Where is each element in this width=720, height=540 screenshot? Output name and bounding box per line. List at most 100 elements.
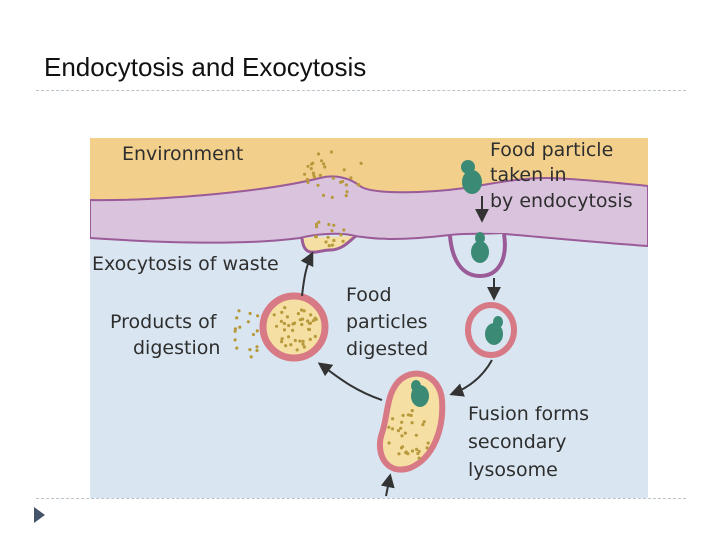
- particle-dot: [291, 328, 295, 332]
- particle-dot: [280, 337, 284, 341]
- particle-dot: [287, 335, 291, 339]
- particle-dot: [422, 420, 426, 424]
- food-particle-outside: [462, 170, 482, 194]
- particle-dot: [283, 306, 287, 310]
- label-digested: particles: [346, 311, 428, 333]
- particle-dot: [318, 173, 322, 177]
- arrow-to-fusion: [449, 359, 493, 397]
- particle-dot: [300, 322, 304, 327]
- particle-dot: [387, 425, 391, 429]
- label-exocytosis: Exocytosis of waste: [92, 253, 279, 275]
- particle-dot: [400, 420, 404, 424]
- particle-dot: [306, 319, 310, 323]
- particle-dot: [312, 173, 316, 177]
- particle-dot: [311, 161, 315, 165]
- particle-dot: [403, 431, 407, 435]
- particle-dot: [306, 164, 310, 168]
- particle-dot: [272, 313, 276, 317]
- particle-dot: [275, 324, 279, 328]
- particle-dot: [238, 325, 242, 329]
- particle-dot: [417, 456, 421, 460]
- particle-dot: [331, 176, 335, 180]
- particle-dot: [391, 417, 395, 421]
- particle-dot: [315, 225, 319, 229]
- particle-dot: [330, 229, 334, 233]
- plasma-membrane: [90, 175, 648, 248]
- particle-dot: [298, 339, 302, 343]
- particle-dot: [309, 313, 313, 317]
- particle-dot: [317, 220, 321, 224]
- particle-dot: [397, 452, 401, 456]
- particle-dot: [359, 161, 363, 165]
- particle-dot: [233, 329, 237, 333]
- label-food-particle: Food particle: [490, 139, 613, 161]
- particle-dot: [401, 413, 405, 417]
- particle-dot: [387, 441, 391, 445]
- particle-dot: [332, 223, 336, 227]
- particle-dot: [287, 323, 291, 328]
- label-fusion: lysosome: [468, 459, 558, 481]
- particle-dot: [327, 222, 331, 227]
- particle-dot: [344, 183, 348, 187]
- particle-dot: [410, 421, 414, 425]
- particle-dot: [409, 413, 413, 417]
- particle-dot: [421, 423, 425, 427]
- particle-dot: [406, 452, 410, 456]
- particle-dot: [233, 327, 238, 331]
- particle-dot: [414, 433, 418, 437]
- triangle-bullet-icon: [34, 507, 45, 523]
- particle-dot: [248, 311, 252, 316]
- particle-dot: [339, 233, 343, 237]
- label-products: Products of: [110, 311, 218, 333]
- particle-dot: [301, 342, 305, 346]
- particle-dot: [255, 348, 259, 353]
- particle-dot: [311, 319, 315, 323]
- particle-dot: [316, 183, 320, 187]
- particle-dot: [306, 180, 310, 184]
- particle-dot: [299, 308, 304, 312]
- particle-dot: [332, 238, 336, 243]
- arrow-to-exocytosis: [300, 251, 314, 297]
- particle-dot: [314, 222, 319, 226]
- particle-dot: [342, 228, 346, 232]
- arrow-lysosome-in: [380, 473, 395, 497]
- particle-dot: [256, 314, 260, 318]
- particle-dot: [296, 312, 300, 316]
- particle-dot: [390, 427, 395, 431]
- label-fusion: secondary: [468, 431, 566, 453]
- particle-dot: [282, 321, 286, 326]
- particle-dot: [249, 355, 253, 359]
- slide-title: Endocytosis and Exocytosis: [44, 52, 367, 82]
- particle-dot: [410, 409, 414, 413]
- particle-dot: [415, 447, 419, 451]
- particle-dot: [307, 327, 312, 332]
- particle-dot: [285, 315, 289, 319]
- particle-dot: [357, 183, 361, 187]
- particle-dot: [235, 346, 239, 350]
- particle-dot: [321, 193, 326, 197]
- environment-region: [90, 138, 648, 201]
- particle-dot: [344, 194, 348, 198]
- label-digested: Food: [346, 284, 392, 306]
- particle-dot: [303, 172, 307, 176]
- particle-dot: [301, 339, 305, 343]
- particle-dot: [324, 240, 328, 244]
- particle-dot: [329, 150, 334, 154]
- particle-dot: [293, 321, 297, 325]
- particle-dot: [251, 332, 256, 337]
- label-environment: Environment: [122, 143, 243, 165]
- particle-dot: [313, 334, 317, 339]
- particle-dot: [330, 195, 334, 199]
- endocytosis-diagram: Environment Food particle taken in by en…: [90, 138, 648, 498]
- particle-dot: [301, 317, 305, 321]
- particle-dot: [323, 165, 327, 169]
- particle-dot: [416, 451, 420, 456]
- particle-dot: [305, 177, 309, 182]
- particle-dot: [400, 445, 405, 449]
- particle-dot: [237, 309, 241, 313]
- particle-dot: [302, 309, 306, 313]
- particle-dot: [246, 320, 250, 324]
- particle-dot: [279, 319, 283, 323]
- particle-dot: [289, 343, 293, 347]
- particle-dot: [319, 159, 324, 163]
